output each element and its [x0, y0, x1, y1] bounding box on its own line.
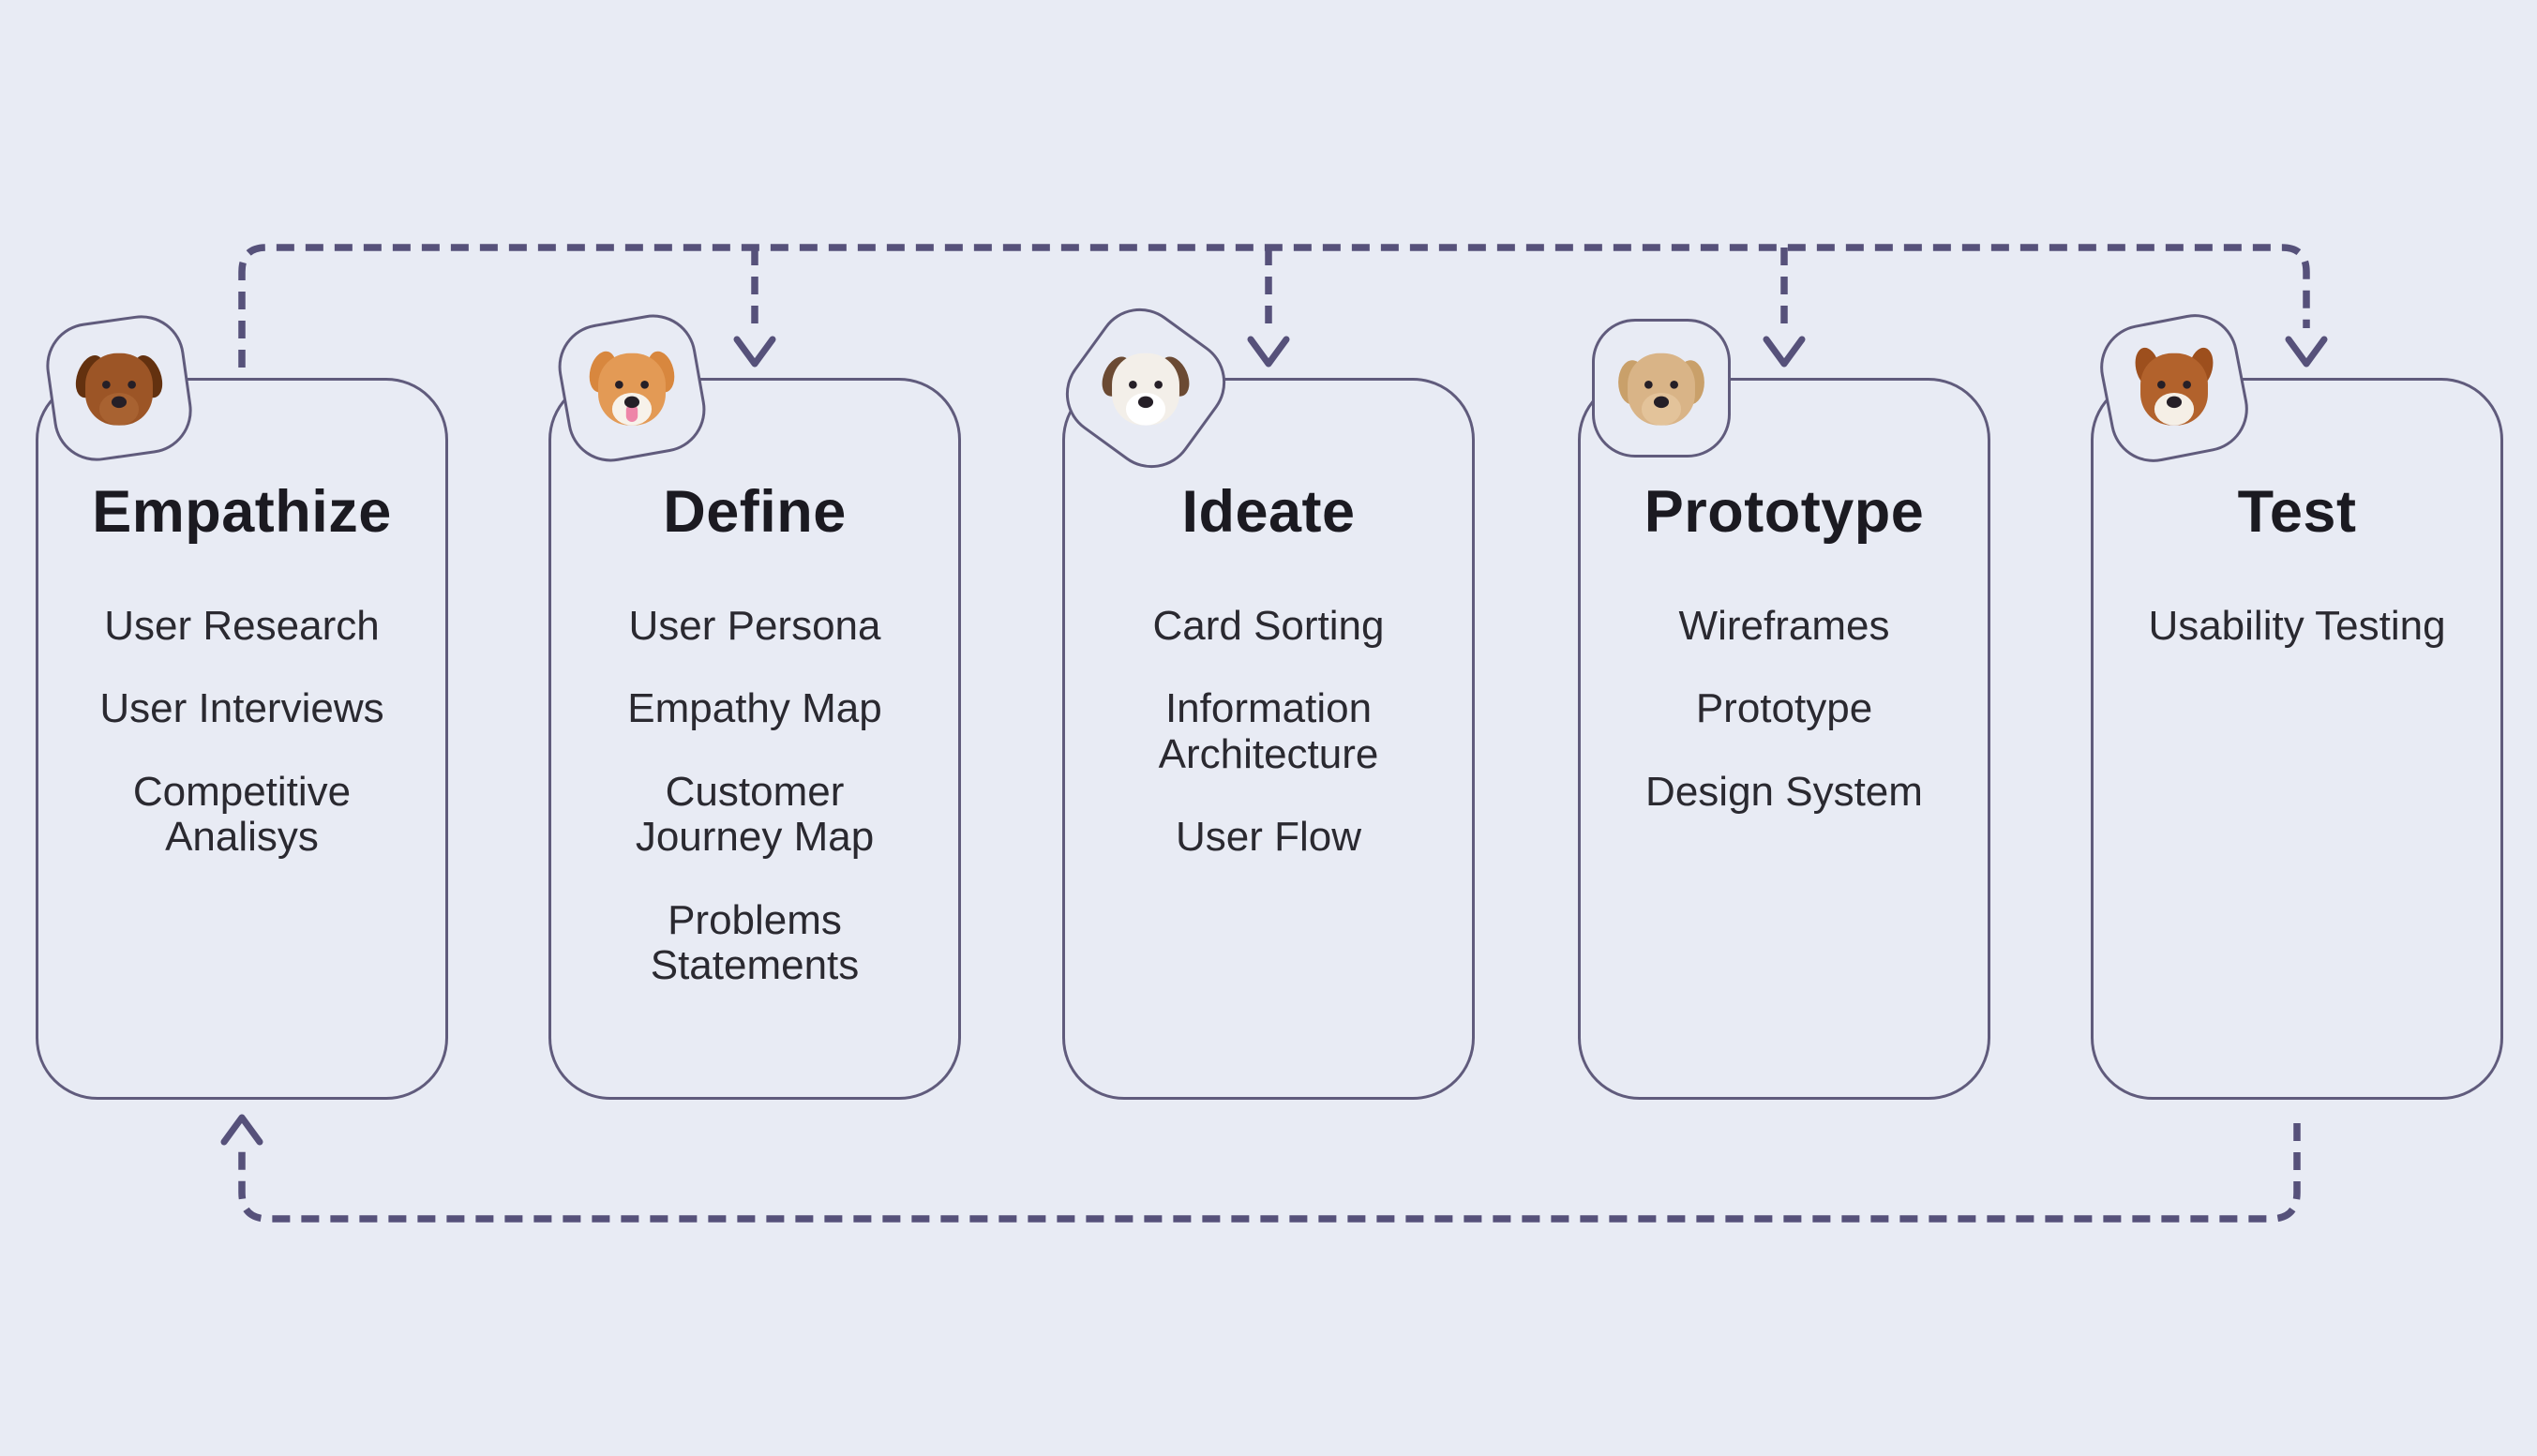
stage-item: Prototype: [1695, 685, 1873, 732]
dog-avatar-badge: [40, 309, 198, 467]
arrow-down-ideate-icon: [1247, 336, 1290, 368]
arrow-down-define-icon: [733, 336, 776, 368]
arrow-up-empathize-icon: [220, 1114, 263, 1146]
stage-card-test: Test Usability Testing: [2091, 307, 2503, 1100]
stage-item-list: User Research User Interviews Competitiv…: [38, 603, 445, 861]
stage-item: Competitive Analisys: [132, 768, 352, 861]
stage-card-prototype: Prototype Wireframes Prototype Design Sy…: [1578, 319, 1990, 1100]
stage-item-list: User Persona Empathy Map Customer Journe…: [551, 603, 958, 988]
stage-title: Prototype: [1644, 479, 1925, 545]
stage-item: Usability Testing: [2148, 603, 2446, 649]
akita-dog-photo: [589, 351, 675, 426]
dog-avatar-badge: [2093, 307, 2256, 470]
stage-item: Design System: [1645, 768, 1923, 815]
stage-title: Test: [2237, 479, 2357, 545]
arrow-down-prototype-icon: [1763, 336, 1806, 368]
stage-item: Card Sorting: [1152, 603, 1385, 649]
stage-item: Wireframes: [1678, 603, 1890, 649]
bottom-loop-line: [238, 1123, 2301, 1223]
stage-item: Information Architecture: [1158, 685, 1379, 777]
stage-item: User Persona: [628, 603, 881, 649]
stage-title: Ideate: [1181, 479, 1356, 545]
stage-card-ideate: Ideate Card Sorting Information Architec…: [1048, 291, 1475, 1100]
stage-item-list: Wireframes Prototype Design System: [1581, 603, 1988, 815]
stage-item-list: Card Sorting Information Architecture Us…: [1065, 603, 1472, 861]
stage-item: Problems Statements: [650, 896, 860, 988]
stage-item: Customer Journey Map: [635, 768, 875, 861]
stage-title: Define: [663, 479, 847, 545]
stage-item-list: Usability Testing: [2094, 603, 2500, 649]
basenji-dog-photo: [2135, 347, 2214, 426]
stage-card-define: Define User Persona Empathy Map Customer…: [548, 308, 961, 1100]
dachshund-dog-photo: [75, 353, 163, 426]
stage-card-empathize: Empathize User Research User Interviews …: [36, 309, 448, 1100]
dog-avatar-badge: [551, 308, 713, 469]
arrow-down-test-icon: [2285, 336, 2328, 368]
jack-russell-dog-photo: [1102, 353, 1190, 426]
top-flow-line: [238, 244, 2310, 368]
dog-avatar-badge: [1592, 319, 1731, 458]
stage-title: Empathize: [92, 479, 392, 545]
stage-item: User Flow: [1175, 814, 1362, 861]
dog-avatar-badge: [1048, 291, 1243, 486]
stage-item: User Research: [104, 603, 380, 649]
stage-item: Empathy Map: [627, 685, 882, 732]
stage-item: User Interviews: [99, 685, 384, 732]
poodle-dog-photo: [1618, 353, 1704, 426]
